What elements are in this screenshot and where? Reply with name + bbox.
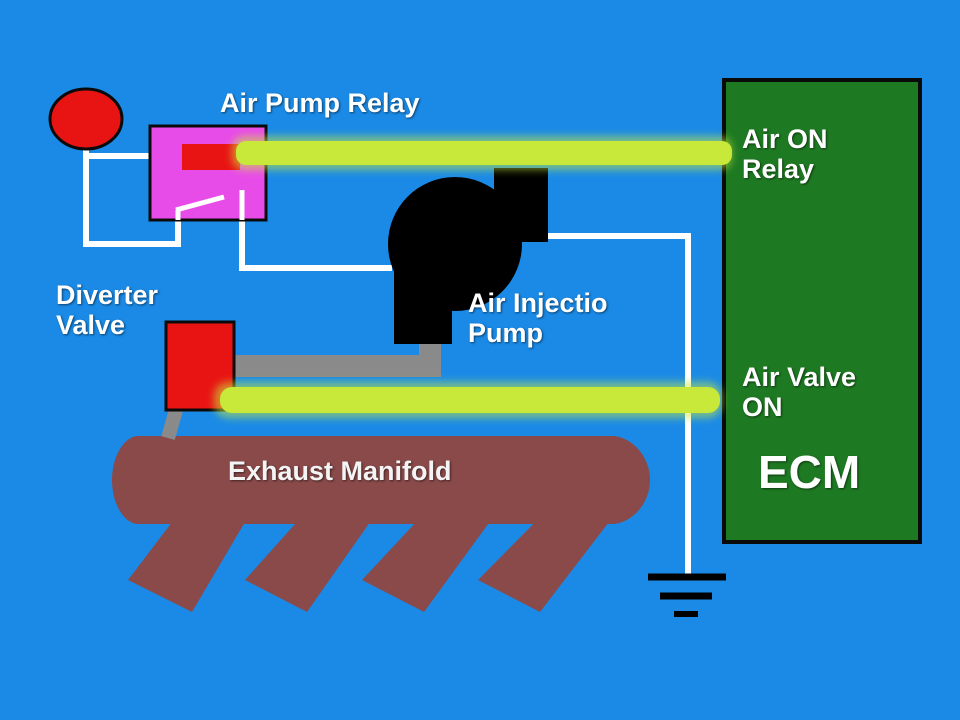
signal-glow-valve bbox=[214, 382, 722, 418]
air-valve-on-label-line1: Air Valve bbox=[742, 362, 857, 392]
air-pump-relay-label: Air Pump Relay bbox=[220, 88, 420, 118]
ecm-box bbox=[722, 78, 922, 544]
relay-coil bbox=[182, 144, 240, 170]
air-injection-pump-label: Air Injectio Pump bbox=[468, 288, 608, 348]
air-on-relay-label-line2: Relay bbox=[742, 154, 815, 184]
relay-switch bbox=[175, 190, 245, 220]
air-on-relay-label: Air ON Relay bbox=[742, 124, 828, 184]
ground-symbol bbox=[648, 573, 726, 617]
diverter-to-manifold-hose bbox=[161, 408, 183, 440]
air-on-relay-label-line1: Air ON bbox=[742, 124, 828, 154]
diverter-valve-label-line1: Diverter bbox=[56, 280, 159, 310]
exhaust-manifold-label: Exhaust Manifold bbox=[228, 456, 452, 486]
diverter-valve-label: Diverter Valve bbox=[56, 280, 158, 340]
air-injection-pump bbox=[388, 168, 548, 344]
air-valve-on-label-line2: ON bbox=[742, 392, 783, 422]
exhaust-manifold-runners bbox=[128, 505, 622, 612]
signal-glow-relay bbox=[232, 136, 732, 170]
exhaust-manifold bbox=[112, 436, 650, 524]
air-injection-pump-label-line2: Pump bbox=[468, 318, 544, 348]
air-injection-pump-label-line1: Air Injectio bbox=[468, 288, 608, 318]
ecm-label: ECM bbox=[758, 446, 861, 498]
pump-to-diverter-hose bbox=[230, 344, 441, 377]
indicator-lamp bbox=[48, 87, 124, 151]
diverter-valve-label-line2: Valve bbox=[56, 310, 126, 340]
air-valve-on-label: Air Valve ON bbox=[742, 362, 856, 422]
